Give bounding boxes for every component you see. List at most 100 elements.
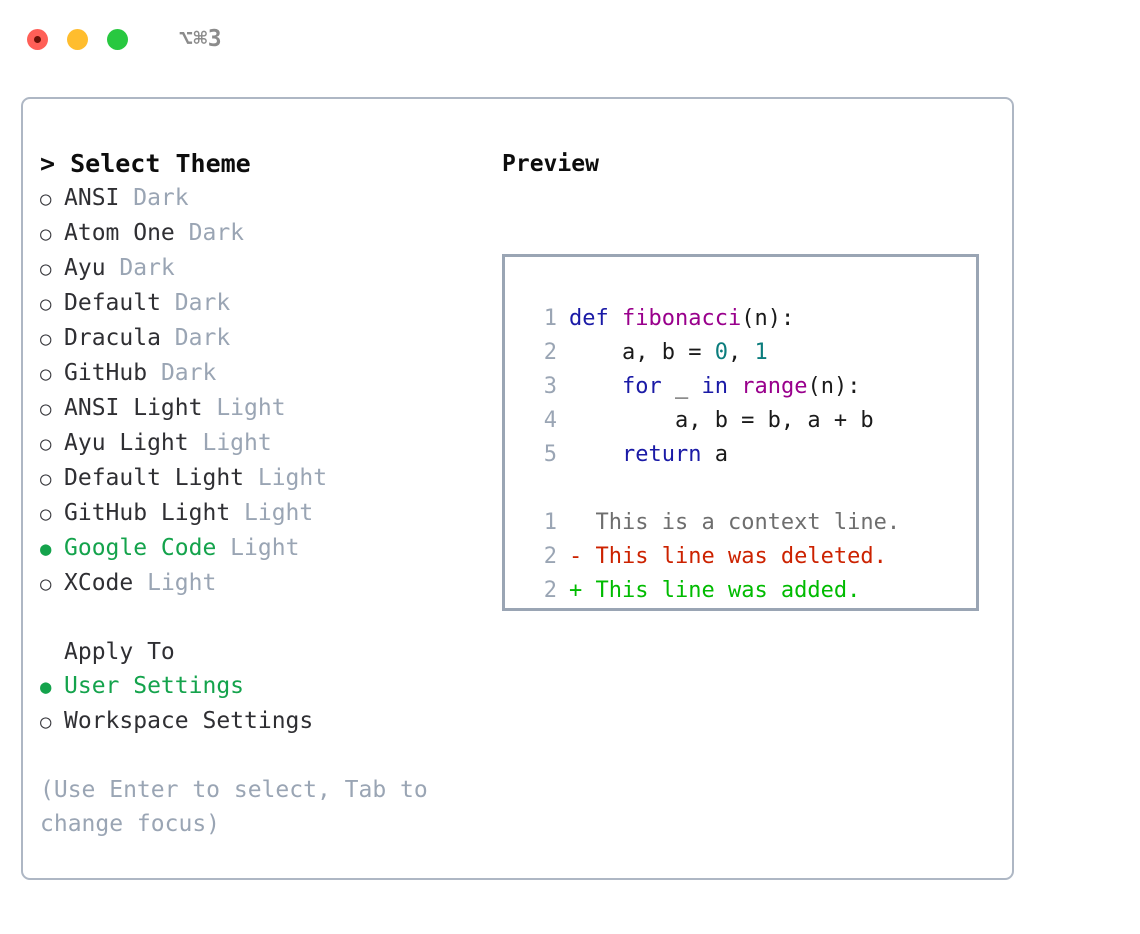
apply-to-option-workspace-settings[interactable]: ○ Workspace Settings (40, 704, 490, 739)
line-number: 2 (543, 544, 557, 569)
code-line: 5 return a (527, 438, 900, 472)
theme-option-tag: Light (244, 465, 328, 491)
theme-option-github-light[interactable]: ○ GitHub Light Light (40, 496, 490, 531)
theme-option-label: ANSI (64, 185, 120, 211)
select-theme-heading: > Select Theme (40, 149, 251, 178)
theme-option-dracula[interactable]: ○Dracula Dark (40, 321, 490, 356)
theme-option-tag: Dark (160, 325, 231, 351)
theme-option-label: ANSI Light (64, 395, 203, 421)
code-line: 2 a, b = 0, 1 (527, 336, 900, 370)
code-token-kw: def (569, 306, 622, 331)
radio-unselected-icon: ○ (40, 363, 52, 385)
radio-unselected-icon: ○ (40, 398, 52, 420)
code-token-kw: in (701, 374, 728, 399)
code-token-txt: (n): (807, 374, 861, 399)
theme-option-label: Ayu (64, 255, 106, 281)
code-token-txt: , (727, 340, 755, 365)
theme-option-tag: Light (230, 500, 314, 526)
theme-option-ansi-light[interactable]: ○ ANSI Light Light (40, 391, 490, 426)
spacer (40, 739, 490, 773)
line-number: 5 (543, 442, 557, 467)
line-number: 2 (543, 340, 557, 365)
code-token-txt: a (701, 442, 728, 467)
theme-option-atom-one[interactable]: ○Atom One Dark (40, 216, 490, 251)
theme-option-xcode[interactable]: ○ XCode Light (40, 566, 490, 601)
theme-option-default[interactable]: ○ Default Dark (40, 286, 490, 321)
diff-marker: + (569, 578, 596, 603)
theme-option-tag: Light (202, 395, 286, 421)
preview-heading: Preview (502, 151, 599, 177)
code-line: 1 def fibonacci(n): (527, 302, 900, 336)
line-number: 1 (543, 306, 557, 331)
title-bar: ⌥⌘3 (0, 0, 1140, 78)
code-token-num: 1 (754, 340, 768, 365)
theme-option-tag: Light (216, 535, 300, 561)
code-token-txt (569, 438, 622, 472)
line-number: 4 (543, 408, 557, 433)
radio-unselected-icon: ○ (40, 223, 52, 245)
theme-option-github[interactable]: ○GitHub Dark (40, 356, 490, 391)
line-number: 1 (543, 510, 557, 535)
radio-unselected-icon: ○ (40, 573, 52, 595)
theme-option-tag: Light (133, 570, 217, 596)
theme-option-label: XCode (64, 570, 134, 596)
theme-option-tag: Dark (147, 360, 217, 386)
theme-option-tag: Dark (119, 185, 189, 211)
code-token-txt: (n): (741, 306, 795, 331)
radio-unselected-icon: ○ (40, 328, 52, 350)
theme-option-ayu-light[interactable]: ○Ayu Light Light (40, 426, 490, 461)
theme-option-tag: Dark (160, 290, 231, 316)
radio-unselected-icon: ○ (40, 258, 52, 280)
traffic-light-group (27, 28, 128, 50)
minimize-window-button[interactable] (67, 28, 88, 50)
code-token-txt: _ (661, 374, 702, 399)
code-token-fn: fibonacci (621, 306, 742, 331)
theme-option-label: Default (64, 290, 161, 316)
diff-marker (569, 506, 596, 540)
radio-unselected-icon: ○ (40, 503, 52, 525)
theme-option-label: Default Light (64, 465, 245, 491)
apply-to-option-list: ●User Settings ○ Workspace Settings (40, 669, 490, 739)
diff-text: This line was deleted. (595, 544, 887, 569)
diff-line-ctx: 1 This is a context line. (527, 506, 900, 540)
line-number: 2 (543, 578, 557, 603)
code-token-txt (728, 370, 741, 404)
radio-selected-icon: ● (40, 538, 52, 560)
diff-line-del: 2- This line was deleted. (527, 540, 900, 574)
code-blank-line (527, 472, 900, 506)
theme-option-label: GitHub Light (64, 500, 231, 526)
radio-unselected-icon: ○ (40, 711, 52, 733)
code-token-kw: return (621, 442, 702, 467)
theme-option-ansi[interactable]: ○ ANSI Dark (40, 181, 490, 216)
apply-to-option-label: Workspace Settings (64, 708, 314, 734)
radio-unselected-icon: ○ (40, 293, 52, 315)
line-number: 3 (543, 374, 557, 399)
diff-marker: - (569, 544, 596, 569)
theme-option-list: ○ ANSI Dark ○ Atom One Dark ○ Ayu Dark ○ Defaul… (40, 181, 490, 601)
code-token-txt (569, 370, 622, 404)
apply-to-option-label: User Settings (64, 673, 245, 699)
radio-unselected-icon: ○ (40, 468, 52, 490)
apply-to-option-user-settings[interactable]: ●User Settings (40, 669, 490, 704)
maximize-window-button[interactable] (107, 28, 128, 50)
code-token-kw: for (621, 374, 662, 399)
apply-to-heading: Apply To (64, 639, 175, 665)
theme-option-label: Atom One (64, 220, 175, 246)
theme-option-default-light[interactable]: ○ Default Light Light (40, 461, 490, 496)
theme-option-google-code[interactable]: ● Google Code Light (40, 531, 490, 566)
code-token-fn: range (741, 374, 808, 399)
theme-option-tag: Dark (105, 255, 175, 281)
theme-option-ayu[interactable]: ○ Ayu Dark (40, 251, 490, 286)
radio-unselected-icon: ○ (40, 188, 52, 210)
keyboard-hint-text: (Use Enter to select, Tab to change focu… (40, 777, 442, 837)
theme-option-tag: Light (188, 430, 272, 456)
theme-option-label: Google Code (64, 535, 217, 561)
radio-unselected-icon: ○ (40, 433, 52, 455)
close-window-button[interactable] (27, 28, 48, 50)
diff-text: This is a context line. (595, 510, 901, 535)
spacer (40, 601, 490, 635)
preview-pane: Preview (502, 147, 1002, 181)
